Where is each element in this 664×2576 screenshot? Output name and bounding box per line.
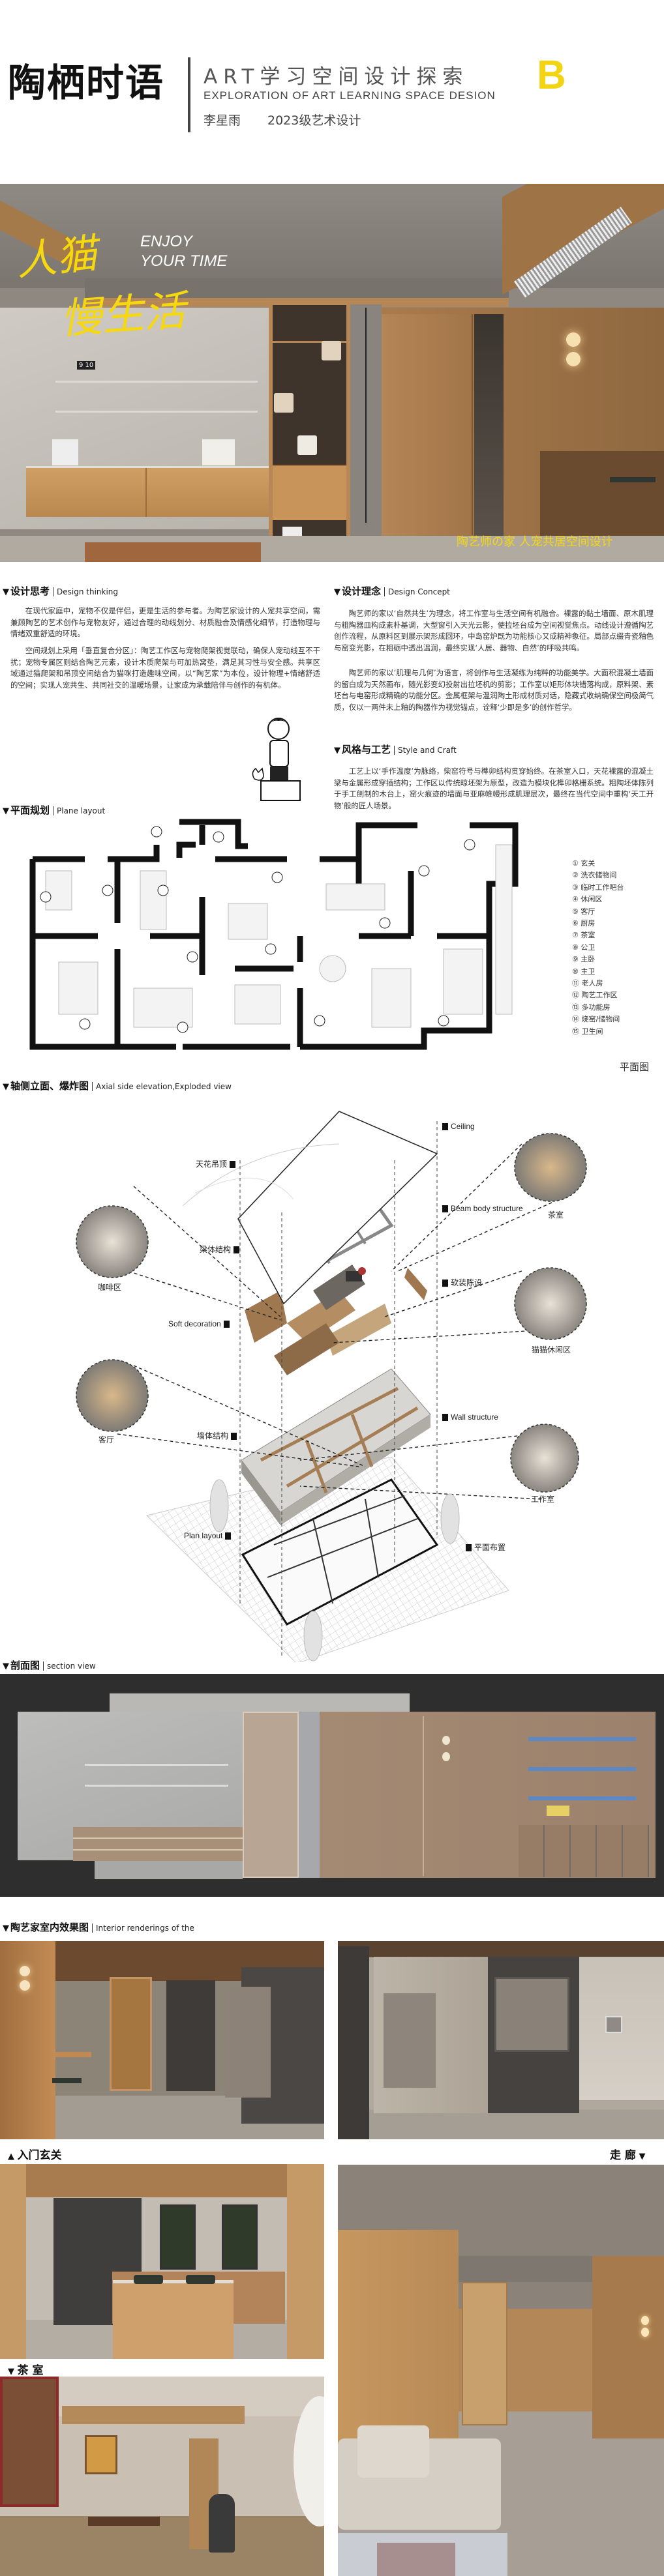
wall-light <box>566 352 581 366</box>
legend-item: ④ 休闲区 <box>572 895 603 904</box>
label-beam-structure: Beam body structure <box>440 1204 523 1213</box>
project-subtitle: EXPLORATION OF ART LEARNING SPACE DESION <box>204 89 496 102</box>
legend-item: ⑫ 陶艺工作区 <box>572 991 618 1000</box>
legend-item: ⑭ 烧窑/储物间 <box>572 1015 620 1024</box>
legend-item: ⑮ 卫生间 <box>572 1027 603 1036</box>
legend-item: ⑤ 客厅 <box>572 907 596 916</box>
render-tea-room <box>0 2377 324 2576</box>
legend-item: ⑪ 老人房 <box>572 979 603 988</box>
legend-item: ② 洗衣储物间 <box>572 871 617 880</box>
legend-item: ⑩ 主卫 <box>572 967 596 976</box>
callout-label: 客厅 <box>98 1435 115 1444</box>
label-beam-cn: 梁体结构 <box>200 1244 242 1255</box>
label-ceiling-cn: 天花吊顶 <box>196 1158 238 1169</box>
callout-tea-room <box>514 1133 587 1202</box>
callout-label: 猫猫休闲区 <box>531 1345 571 1354</box>
render-kitchen <box>0 2164 324 2359</box>
legend-item: ⑬ 多功能房 <box>572 1003 611 1012</box>
hero-rendering: 9 10 人猫 慢生活 ENJOY YOUR TIME 陶艺师の家 人宠共居空间… <box>0 184 664 562</box>
callout-studio <box>510 1424 579 1493</box>
caption-entrance: ▲ 入门玄关 <box>8 2149 62 2162</box>
label-plan-layout: Plan layout <box>184 1531 234 1540</box>
hero-caption: 陶艺师の家 人宠共居空间设计 <box>457 535 613 549</box>
coffee-table <box>85 542 261 562</box>
floor-plan <box>29 819 519 1050</box>
design-thinking-paragraph: 在现代家庭中，宠物不仅是伴侣，更是生活的参与者。为陶艺家设计的人宠共享空间，需兼… <box>10 606 320 638</box>
legend-item: ③ 临时工作吧台 <box>572 883 624 892</box>
caption-corridor: 走 廊 ▼ <box>610 2149 646 2162</box>
design-thinking-paragraph: 空间规划上采用「垂直复合分区」：陶艺工作区与宠物爬架视觉联动，确保人宠动线互不干… <box>10 646 320 690</box>
style-craft-paragraph: 工艺上以‘手作温度’为脉络，柴窑符号与榫卯结构贯穿始终。在茶室入口，天花裸露的混… <box>334 767 654 810</box>
project-title: ART学习空间设计探索 <box>204 65 469 89</box>
callout-label: 工作室 <box>530 1495 555 1504</box>
label-wall-cn: 墙体结构 <box>197 1430 239 1441</box>
page-title: 陶栖时语 <box>8 61 165 105</box>
label-ceiling: Ceiling <box>440 1122 475 1131</box>
callout-label: 咖啡区 <box>97 1283 122 1292</box>
section-view-drawing <box>0 1674 664 1897</box>
caption-tea-room: ▼ 茶 室 <box>8 2364 44 2377</box>
exploded-axonometric-diagram <box>76 1111 587 1662</box>
sideboard <box>26 466 269 517</box>
author-class: 2023级艺术设计 <box>267 113 361 128</box>
callout-living-room <box>76 1359 149 1432</box>
title-divider <box>188 57 190 132</box>
badge-letter: B <box>537 53 566 98</box>
design-concept-paragraph: 陶艺师的家以‘肌理与几何’为语言，将创作与生活凝练为纯粹的功能美学。大面积混凝土… <box>334 668 654 712</box>
legend-item: ① 玄关 <box>572 859 596 868</box>
label-wall-structure: Wall structure <box>440 1412 498 1422</box>
floor-plan-caption: 平面图 <box>620 1061 650 1073</box>
callout-coffee-area <box>76 1205 149 1278</box>
legend-item: ⑥ 厨房 <box>572 919 596 928</box>
hero-enjoy: ENJOY <box>140 233 193 250</box>
label-soft-decoration-cn: 软装陈设 <box>440 1277 482 1288</box>
design-concept-paragraph: 陶艺师的家以‘自然共生’为理念，将工作室与生活空间有机融合。裸露的黏土墙面、原木… <box>334 609 654 652</box>
render-entrance <box>0 1941 324 2139</box>
legend-item: ⑨ 主卧 <box>572 955 596 964</box>
wall-light <box>566 332 581 347</box>
hero-your-time: YOUR TIME <box>140 252 228 270</box>
cat-tower <box>269 301 350 549</box>
legend-item: ⑧ 公卫 <box>572 943 596 952</box>
hero-slogan-2: 慢生活 <box>59 287 187 344</box>
render-living-room <box>338 2165 664 2576</box>
render-corridor <box>338 1941 664 2139</box>
label-plan-cn: 平面布置 <box>463 1542 506 1553</box>
author-name: 李星雨 <box>204 113 241 128</box>
bar-stool <box>610 477 656 482</box>
flip-clock: 9 10 <box>77 361 96 370</box>
hero-slogan-1: 人猫 <box>14 229 100 285</box>
callout-cat-lounge <box>514 1267 587 1340</box>
callout-label: 茶室 <box>547 1210 564 1220</box>
label-soft-decoration: Soft decoration <box>168 1319 232 1328</box>
person-with-cat-illustration <box>252 718 301 801</box>
legend-item: ⑦ 茶室 <box>572 931 596 940</box>
floor-plan-legend: ① 玄关 ② 洗衣储物间 ③ 临时工作吧台 ④ 休闲区 ⑤ 客厅 ⑥ 厨房 ⑦ … <box>572 858 624 1038</box>
